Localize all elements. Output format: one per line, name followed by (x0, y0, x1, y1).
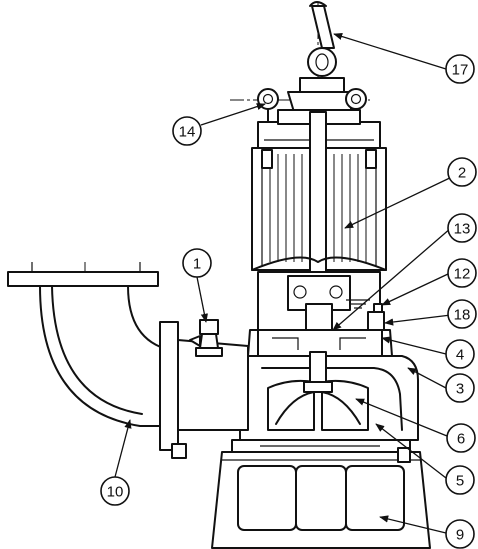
callout-5: 5 (445, 465, 475, 495)
callout-9: 9 (445, 519, 475, 549)
bearing-housing (257, 271, 381, 335)
callout-label: 17 (452, 62, 469, 79)
callout-13: 13 (447, 213, 477, 243)
discharge-elbow (7, 262, 249, 459)
pump-casing (239, 351, 419, 441)
air-valve (189, 319, 223, 357)
callout-label: 2 (458, 165, 466, 182)
callout-3: 3 (445, 373, 475, 403)
callout-1: 1 (182, 248, 212, 278)
callout-label: 6 (457, 431, 465, 448)
callout-2: 2 (447, 157, 477, 187)
callout-label: 10 (107, 484, 124, 501)
strainer-stand (211, 447, 431, 549)
suction-cover (231, 439, 411, 453)
callout-18: 18 (447, 299, 477, 329)
callout-label: 4 (456, 347, 464, 364)
callout-label: 13 (454, 221, 471, 238)
oil-chamber (247, 303, 393, 357)
callout-label: 1 (193, 256, 201, 273)
callout-4: 4 (445, 339, 475, 369)
callout-14: 14 (172, 116, 202, 146)
callout-12: 12 (447, 258, 477, 288)
leader-lines (114, 32, 457, 534)
callout-label: 12 (454, 266, 471, 283)
callout-17: 17 (445, 54, 475, 84)
callout-label: 3 (456, 381, 464, 398)
callout-10: 10 (100, 476, 130, 506)
callout-label: 9 (456, 527, 464, 544)
callout-label: 18 (454, 307, 471, 324)
lifting-hook (287, 1, 357, 113)
callout-label: 14 (179, 124, 196, 141)
callout-label: 5 (456, 473, 464, 490)
callout-6: 6 (446, 423, 476, 453)
